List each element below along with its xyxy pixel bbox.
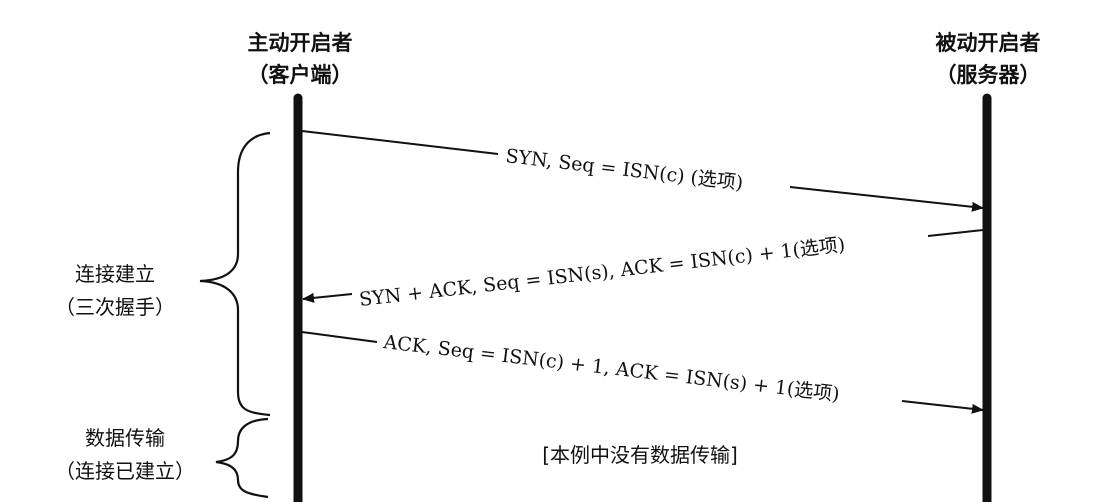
no-data-transfer-note: [本例中没有数据传输] <box>542 443 738 467</box>
connection-setup-subtitle: （三次握手） <box>55 295 175 319</box>
data-transfer-title: 数据传输 <box>85 426 165 450</box>
connection-setup-title: 连接建立 <box>75 262 155 286</box>
syn-ack-message-label: SYN + ACK, Seq = ISN(s), ACK = ISN(c) + … <box>358 234 846 311</box>
syn-message-label: SYN, Seq = ISN(c) (选项) <box>504 145 744 194</box>
ack-arrow <box>901 400 984 414</box>
data-transfer-label: 数据传输 （连接已建立） <box>30 422 220 488</box>
client-title: 主动开启者 <box>247 31 353 55</box>
syn-ack-arrow <box>302 292 353 303</box>
ack-line-start <box>301 331 378 343</box>
data-transfer-subtitle: （连接已建立） <box>55 459 195 483</box>
data-bracket <box>215 417 269 499</box>
syn-arrow <box>789 186 984 212</box>
ack-message-label: ACK, Seq = ISN(c) + 1, ACK = ISN(s) + 1(… <box>381 331 840 406</box>
setup-bracket <box>199 131 271 417</box>
server-header: 被动开启者 （服务器） <box>888 27 1088 91</box>
connection-setup-label: 连接建立 （三次握手） <box>30 258 200 324</box>
server-subtitle: （服务器） <box>935 63 1041 87</box>
syn-line-start <box>301 130 499 155</box>
syn-ack-line-start <box>927 229 984 237</box>
server-title: 被动开启者 <box>935 31 1041 55</box>
client-subtitle: （客户端） <box>247 63 353 87</box>
client-header: 主动开启者 （客户端） <box>200 27 400 91</box>
